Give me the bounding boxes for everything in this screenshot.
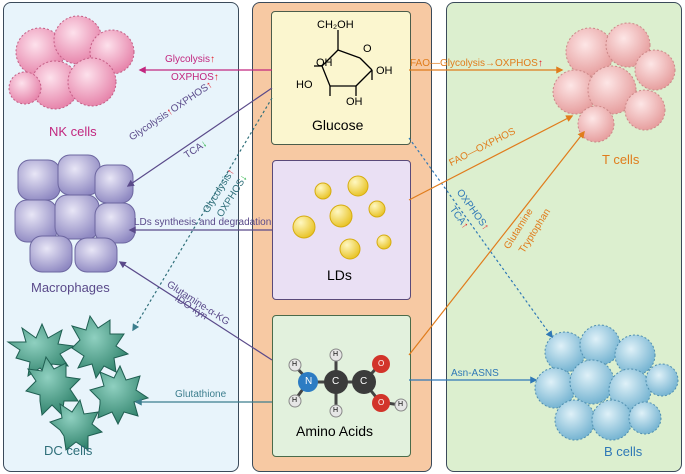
amino-hydrogen-label-3: H [333, 351, 339, 358]
glucose-box [271, 11, 411, 145]
glucose-ch2oh-label: CH₂OH [317, 19, 354, 31]
glucose-oh-label-2: OH [376, 65, 393, 77]
glucose-ring-oxygen-label: O [363, 43, 372, 55]
t-cells-label: T cells [602, 152, 640, 167]
amino-nitrogen-label: N [305, 376, 313, 387]
mac-lds-label: LDs synthesis and degradation [134, 217, 272, 228]
glucose-structure [314, 30, 373, 96]
macrophages-label: Macrophages [31, 280, 110, 295]
dc-glutathione-label: Glutathione [175, 389, 227, 400]
nk-cells-illustration [8, 15, 135, 110]
amino-carbon-label-2: C [360, 376, 368, 387]
b-cells-label: B cells [604, 444, 643, 459]
arrow-lds-t [408, 115, 574, 201]
glucose-oh-label-1: OH [316, 57, 333, 69]
b-cells-illustration [534, 324, 679, 441]
b-asn-label: Asn-ASNS [451, 368, 499, 379]
nk-cells-label: NK cells [49, 124, 97, 139]
amino-hydrogen-label-1: H [292, 361, 298, 368]
t-glucose-label: FAO—Glycolysis→OXPHOS↑ [410, 58, 543, 69]
amino-acid-structure [288, 348, 408, 418]
macrophages-illustration [14, 154, 136, 273]
amino-oxygen-label-1: O [378, 359, 385, 368]
amino-hydrogen-label-2: H [292, 397, 298, 404]
arrow-glucose-dc [132, 97, 273, 332]
glucose-title: Glucose [312, 117, 364, 133]
glucose-oh-label-3: OH [346, 96, 363, 108]
amino-acids-title: Amino Acids [296, 423, 374, 439]
arrow-aa-macrophage [118, 261, 273, 361]
nk-glycolysis-label: Glycolysis↑ [165, 54, 216, 65]
arrow-aa-t [408, 130, 585, 356]
glucose-ho-label: HO [296, 79, 313, 91]
t-cells-illustration [552, 22, 676, 143]
amino-carbon-label-1: C [332, 376, 340, 387]
lipid-droplets [292, 175, 392, 260]
arrow-glucose-b [408, 137, 553, 339]
nk-oxphos-label: OXPHOS↑ [171, 72, 219, 83]
amino-hydrogen-label-5: H [398, 401, 404, 408]
dc-cells-illustration [6, 314, 150, 451]
dc-cells-label: DC cells [44, 443, 93, 458]
amino-oxygen-label-2: O [378, 398, 385, 407]
arrow-glucose-macrophage [126, 87, 273, 187]
amino-hydrogen-label-4: H [333, 407, 339, 414]
lds-title: LDs [327, 267, 352, 283]
